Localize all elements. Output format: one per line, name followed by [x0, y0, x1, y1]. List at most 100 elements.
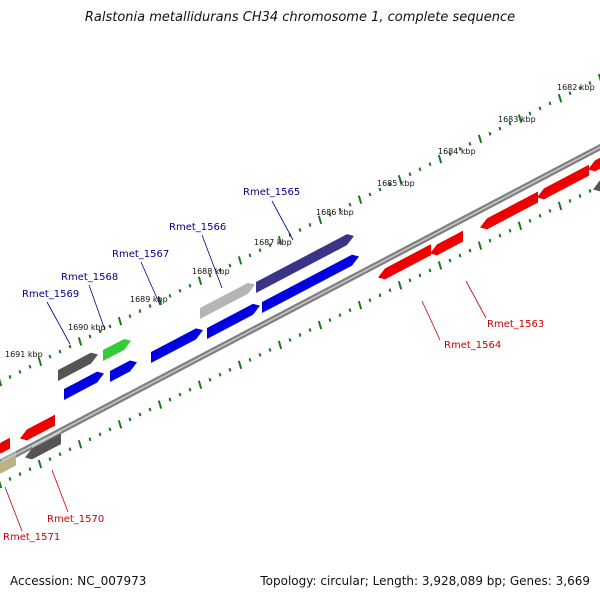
feature-blue-1-body — [64, 371, 104, 400]
inner-ruler-tick — [128, 417, 132, 422]
feature-blue-2-bevel — [110, 357, 130, 371]
outer-ruler-tick — [528, 111, 532, 116]
outer-ruler-tick — [557, 93, 563, 103]
outer-ruler-tick — [268, 243, 272, 248]
outer-ruler-tick — [378, 187, 382, 192]
inner-ruler-tick — [408, 278, 412, 283]
kbp-tick-label: 1686 kbp — [316, 208, 354, 217]
feature-blue-4-bevel — [262, 251, 352, 302]
inner-ruler-tick — [258, 352, 262, 357]
inner-ruler-tick — [237, 360, 243, 370]
feature-blue-1-bevel — [64, 368, 97, 389]
inner-ruler-tick — [528, 218, 532, 223]
outer-ruler-tick — [578, 86, 582, 91]
feature-rmet-1570 — [20, 411, 55, 441]
inner-ruler-tick — [88, 437, 92, 442]
inner-ruler-tick — [458, 253, 462, 258]
feature-red-4-bevel — [544, 161, 589, 189]
outer-ruler-tick — [538, 106, 542, 111]
outer-ruler-tick — [28, 364, 32, 369]
feature-rmet-1564 — [378, 241, 431, 280]
inner-ruler-tick — [388, 288, 392, 293]
outer-ruler — [0, 73, 600, 387]
feature-olive-bevel — [1, 451, 16, 463]
outer-ruler-tick — [218, 268, 222, 273]
outer-ruler-tick — [58, 349, 62, 354]
label-leader-line — [88, 284, 106, 331]
outer-ruler-tick — [298, 228, 302, 232]
inner-ruler-tick — [557, 201, 563, 211]
inner-ruler-tick — [448, 258, 452, 263]
feature-olive-body — [0, 454, 16, 474]
gene-label-rmet_1563: Rmet_1563 — [487, 319, 544, 330]
feature-rmet-1568 — [103, 335, 131, 361]
accession-text: Accession: NC_007973 — [10, 574, 147, 588]
outer-ruler-tick — [128, 314, 132, 319]
gene-label-rmet_1568: Rmet_1568 — [61, 272, 118, 283]
inner-ruler-tick — [277, 340, 283, 350]
kbp-tick-label: 1682 kbp — [557, 83, 595, 92]
feature-rmet-1571 — [0, 434, 10, 454]
outer-ruler-tick — [418, 167, 422, 172]
inner-ruler-tick — [248, 357, 252, 362]
feature-rmet-1566-neighbor-body — [200, 282, 255, 319]
outer-ruler-tick — [397, 175, 403, 184]
outer-ruler-tick — [68, 344, 72, 349]
feature-red-5-body — [588, 157, 600, 172]
outer-ruler-tick — [408, 172, 412, 177]
label-leader-line — [421, 300, 441, 341]
gene-label-rmet_1564: Rmet_1564 — [444, 340, 501, 351]
feature-rmet-1568-body — [103, 338, 131, 361]
inner-ruler-tick — [488, 238, 492, 243]
inner-ruler-tick — [208, 377, 212, 382]
feature-gray-bottom-bevel — [32, 430, 61, 449]
outer-ruler-tick — [328, 212, 332, 217]
feature-olive — [0, 451, 16, 474]
outer-ruler-tick — [37, 357, 43, 367]
gene-label-rmet_1569: Rmet_1569 — [22, 289, 79, 300]
feature-rmet-1570-bevel — [27, 411, 55, 430]
feature-red-3-bevel — [487, 188, 538, 219]
outer-ruler-tick — [98, 329, 102, 334]
outer-ruler-tick — [258, 248, 262, 253]
gene-features — [0, 154, 600, 474]
gene-label-rmet_1567: Rmet_1567 — [112, 249, 169, 260]
feature-rmet-1567-body — [151, 328, 203, 363]
feature-rmet-1563-body — [430, 230, 463, 256]
backbone-highlight — [0, 146, 600, 464]
outer-ruler-tick — [228, 263, 232, 268]
label-leader-line — [465, 280, 487, 319]
feature-blue-4 — [262, 251, 359, 313]
label-leader-line — [46, 301, 71, 345]
outer-ruler-tick — [468, 141, 472, 146]
outer-ruler-tick — [448, 152, 452, 156]
feature-rmet-1570-body — [20, 414, 55, 441]
inner-ruler-tick — [138, 412, 142, 417]
outer-ruler-tick — [498, 126, 502, 131]
feature-rmet-1567-bevel — [151, 325, 196, 352]
feature-gray-edge-body — [593, 180, 600, 192]
feature-gray-bottom-body — [25, 433, 61, 460]
inner-ruler-tick — [8, 477, 12, 481]
outer-ruler-tick — [18, 369, 22, 374]
feature-gray-bottom — [25, 430, 61, 460]
inner-ruler-tick — [178, 392, 182, 397]
label-leader-line — [271, 200, 294, 241]
label-leader-line — [51, 469, 69, 513]
feature-rmet-1565-bevel — [256, 231, 347, 282]
gene-label-rmet_1566: Rmet_1566 — [169, 222, 226, 233]
outer-ruler-tick — [108, 324, 112, 329]
feature-rmet-1565-body — [256, 234, 354, 293]
inner-ruler-tick — [18, 472, 22, 476]
outer-ruler-tick — [0, 378, 3, 387]
outer-ruler-tick — [317, 215, 323, 225]
inner-ruler-tick — [428, 268, 432, 273]
kbp-tick-label: 1683 kbp — [498, 115, 536, 124]
inner-ruler-tick — [298, 333, 302, 337]
inner-ruler-tick — [48, 457, 52, 462]
kbp-tick-label: 1691 kbp — [5, 350, 43, 359]
feature-red-5 — [588, 154, 600, 172]
outer-ruler-tick — [277, 235, 283, 245]
outer-ruler-tick — [477, 134, 483, 144]
